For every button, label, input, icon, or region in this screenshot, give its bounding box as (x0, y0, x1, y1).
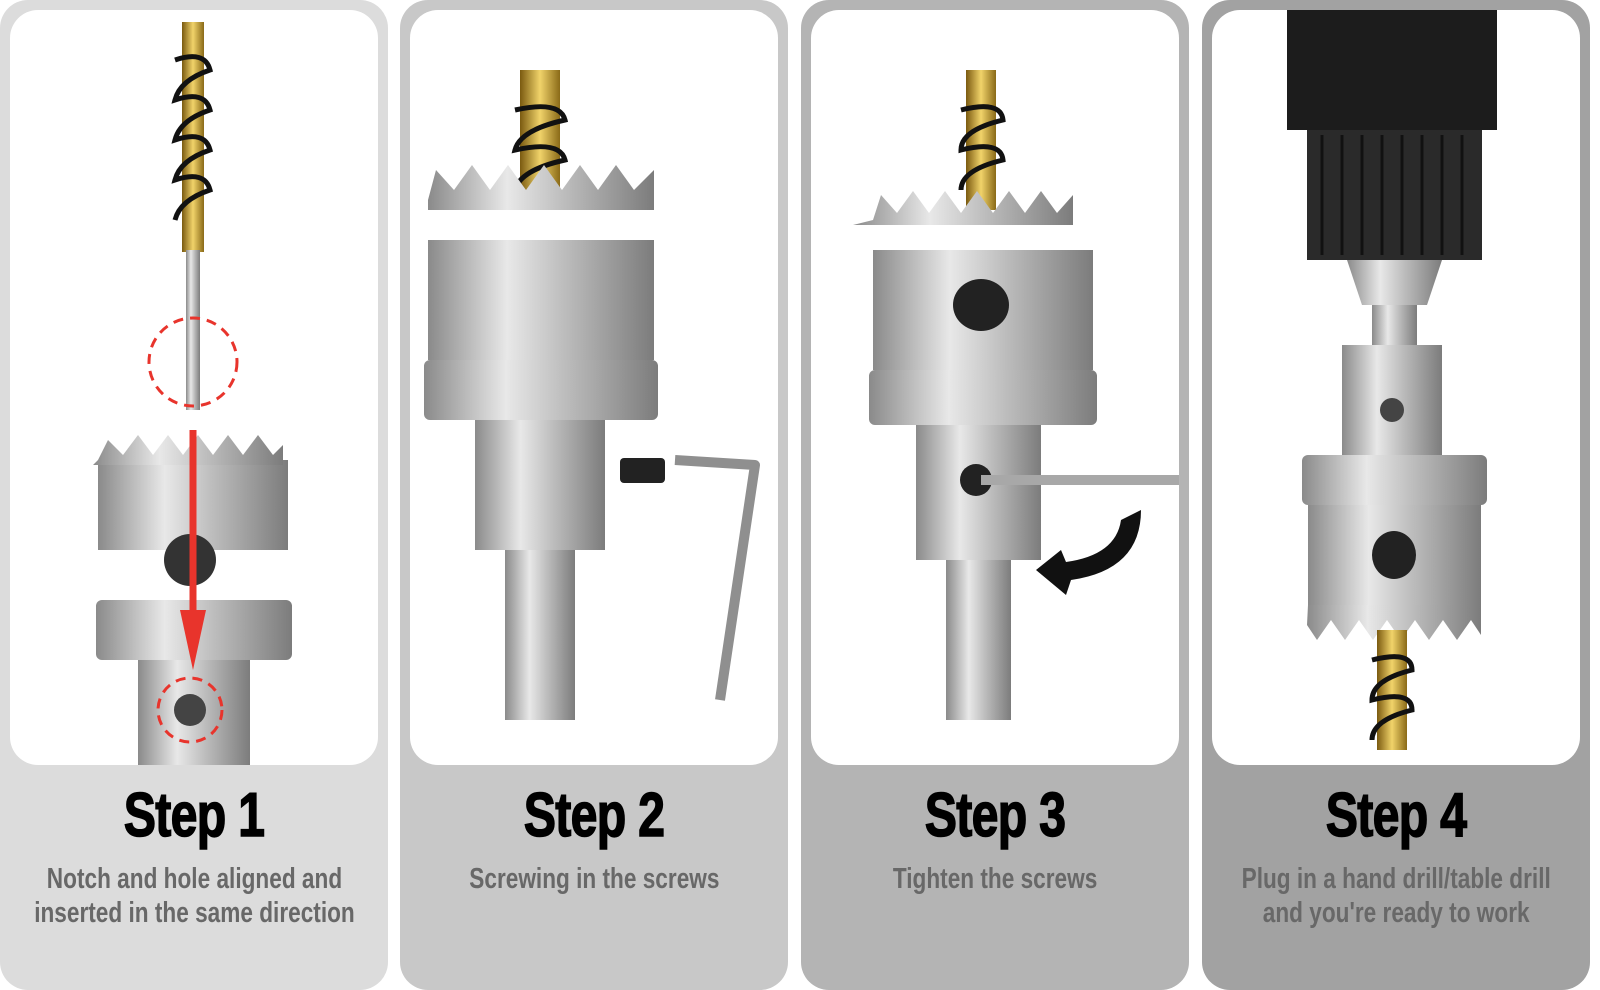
step-title-text: Step 4 (1325, 780, 1467, 851)
step-description-text: Notch and hole aligned and inserted in t… (33, 863, 355, 929)
step-1-panel: Step 1 Notch and hole aligned and insert… (0, 0, 388, 990)
step-4-title: Step 4 (1202, 780, 1590, 851)
step-3-title: Step 3 (801, 780, 1189, 851)
step-1-title: Step 1 (0, 780, 388, 851)
step-1-illustration (10, 10, 378, 765)
step-title-text: Step 1 (123, 780, 265, 851)
hole-saw-insert-illustration (93, 22, 292, 765)
step-description-text: Tighten the screws (892, 863, 1098, 895)
step-description-text: Plug in a hand drill/table drill and you… (1241, 863, 1551, 929)
step-description-text: Screwing in the screws (468, 863, 720, 895)
drill-mounted-hole-saw-illustration (1287, 10, 1497, 750)
step-2-description: Screwing in the screws (360, 862, 828, 896)
step-3-illustration (811, 10, 1179, 765)
hole-saw-screw-illustration (424, 70, 760, 720)
step-4-panel: Step 4 Plug in a hand drill/table drill … (1202, 0, 1590, 990)
hole-saw-tighten-illustration (853, 70, 1179, 720)
step-4-illustration (1212, 10, 1580, 765)
step-4-description: Plug in a hand drill/table drill and you… (1162, 862, 1600, 930)
step-3-panel: Step 3 Tighten the screws (801, 0, 1189, 990)
step-title-text: Step 3 (924, 780, 1066, 851)
step-2-panel: Step 2 Screwing in the screws (400, 0, 788, 990)
step-2-illustration (410, 10, 778, 765)
step-1-description: Notch and hole aligned and inserted in t… (0, 862, 428, 930)
step-2-title: Step 2 (400, 780, 788, 851)
step-title-text: Step 2 (523, 780, 665, 851)
step-3-description: Tighten the screws (761, 862, 1229, 896)
